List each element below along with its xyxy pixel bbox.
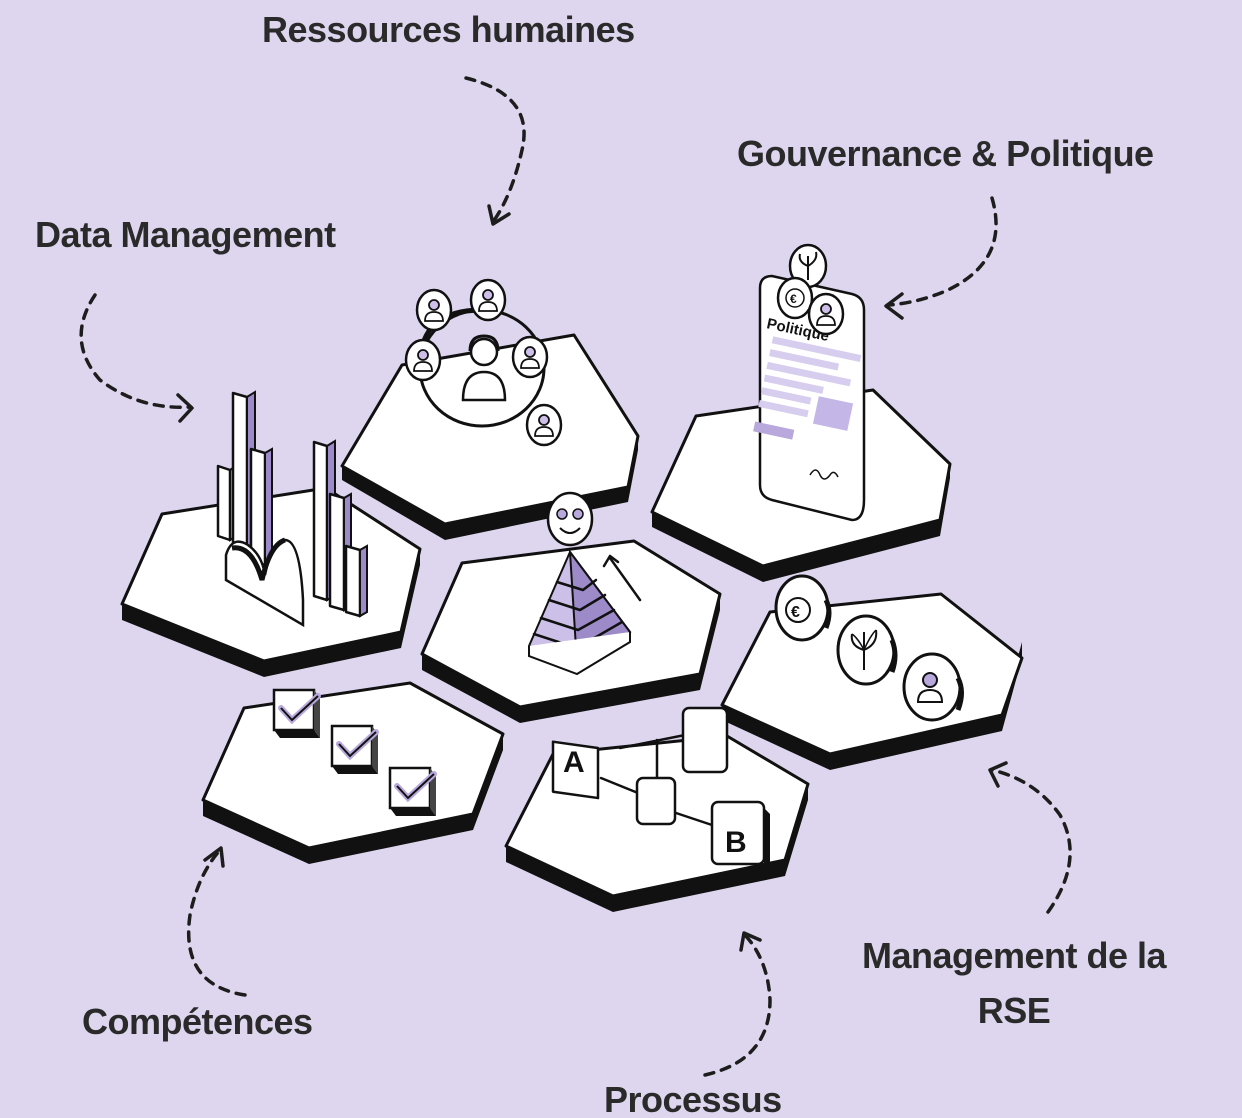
arrow-gouvernance-politique (884, 196, 998, 320)
arrow-management-rse (988, 761, 1072, 914)
letter-a-box: A (563, 746, 585, 779)
arrow-ressources-humaines (464, 76, 526, 226)
hexagon-ressources-humaines (340, 278, 640, 540)
label-ressources-humaines: Ressources humaines (262, 9, 635, 50)
hexagon-processus: A B (504, 706, 810, 912)
letter-b-box: B (725, 826, 747, 859)
arrow-competences (187, 846, 247, 997)
arrow-processus (703, 931, 772, 1077)
label-processus: Processus (604, 1079, 782, 1118)
euro-icon-rse: € (791, 604, 800, 621)
hexagon-gouvernance-politique: Politique € (650, 243, 952, 582)
hexagon-data-management (120, 390, 422, 677)
label-gouvernance-politique: Gouvernance & Politique (737, 133, 1154, 174)
label-competences: Compétences (82, 1001, 313, 1042)
arrow-data-management (79, 293, 194, 423)
label-management-rse: Management de la RSE (861, 935, 1167, 1031)
hexagon-management-rse: € (720, 574, 1024, 770)
hexagon-competences (201, 681, 505, 864)
hexagon-center-pyramid (420, 491, 722, 723)
label-data-management: Data Management (35, 214, 336, 255)
euro-icon: € (790, 292, 797, 306)
